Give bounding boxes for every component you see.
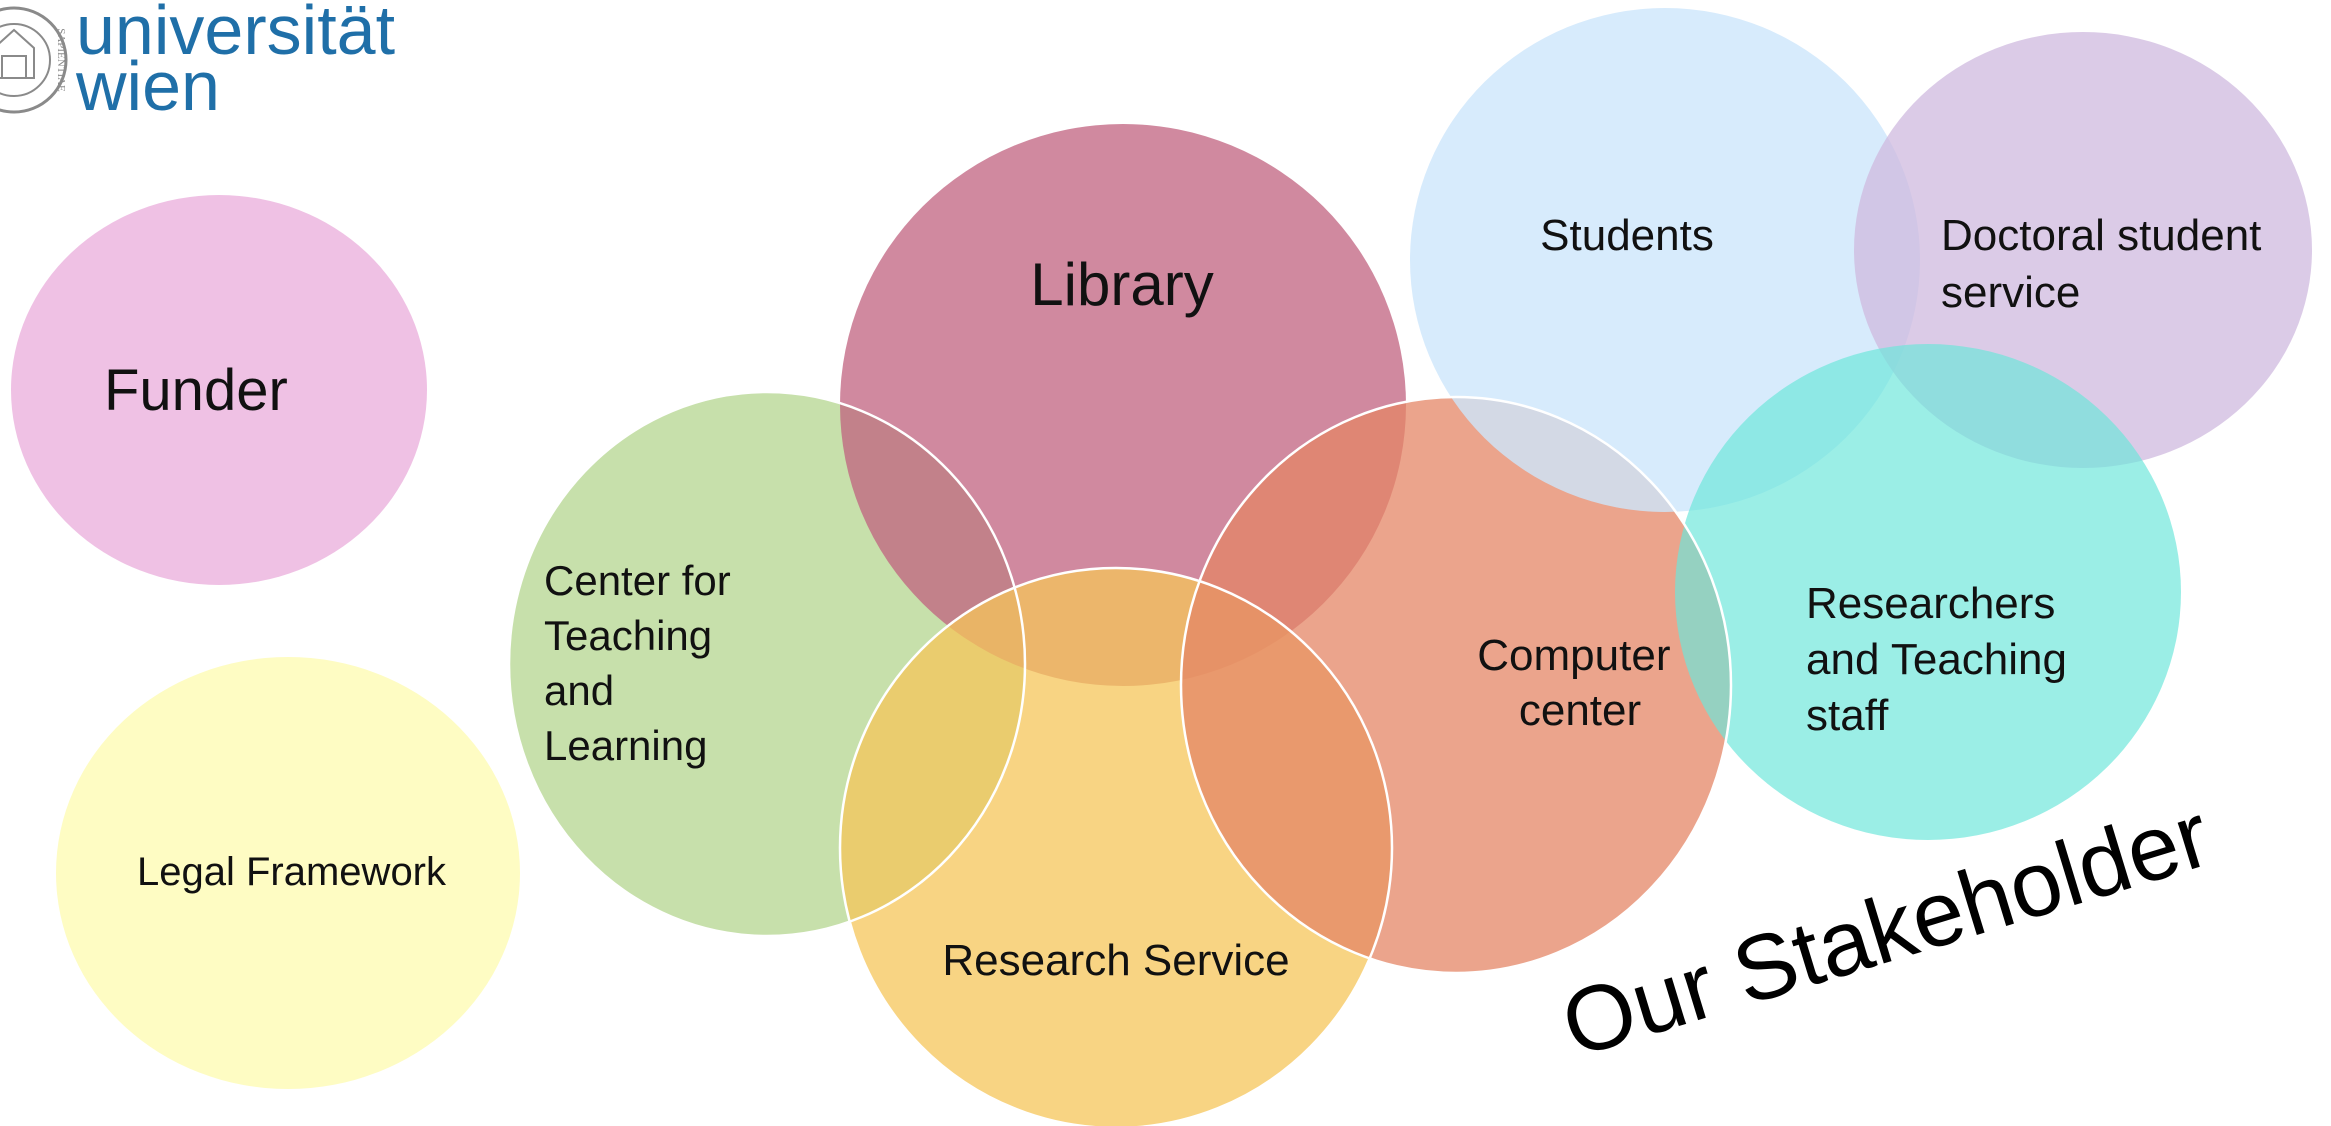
- outline-teaching-center: [507, 390, 1027, 938]
- seal-text: SAPIENTIAE: [55, 28, 67, 92]
- bubble-computer-center-label: Computer center: [1477, 631, 1682, 735]
- bubble-computer-center-shape: [1181, 397, 1731, 973]
- bubble-funder: Funder: [11, 195, 427, 585]
- bubble-funder-shape: [11, 195, 427, 585]
- bubble-legal-framework-shape: [56, 657, 520, 1089]
- bubble-computer-center: [1181, 397, 1731, 973]
- logo-wordmark-line2: wien: [75, 47, 220, 125]
- university-seal-icon: SAPIENTIAE: [0, 6, 68, 114]
- outline-computer-center: [1179, 395, 1733, 975]
- logo-wordmark-line1: universität: [76, 0, 395, 69]
- bubble-students-label: Students: [1540, 211, 1714, 260]
- outline-research-service: [838, 566, 1394, 1126]
- bubble-researchers-staff-shape: [1675, 344, 2181, 840]
- bubble-doctoral-service-label: Doctoral student service: [1941, 211, 2274, 317]
- bubble-researchers-staff-label: Researchers and Teaching staff: [1806, 579, 2079, 740]
- bubble-funder-label: Funder: [104, 358, 288, 423]
- bubble-teaching-center-label: Center for Teaching and Learning: [544, 557, 742, 769]
- bubble-legal-framework-label: Legal Framework: [137, 850, 447, 894]
- bubble-library-label: Library: [1030, 251, 1213, 318]
- university-logo: SAPIENTIAE universität wien: [0, 0, 395, 125]
- bubble-researchers-staff: [1675, 344, 2181, 840]
- bubble-legal-framework: Legal Framework: [56, 657, 520, 1089]
- bubble-research-service-label: Research Service: [942, 936, 1289, 985]
